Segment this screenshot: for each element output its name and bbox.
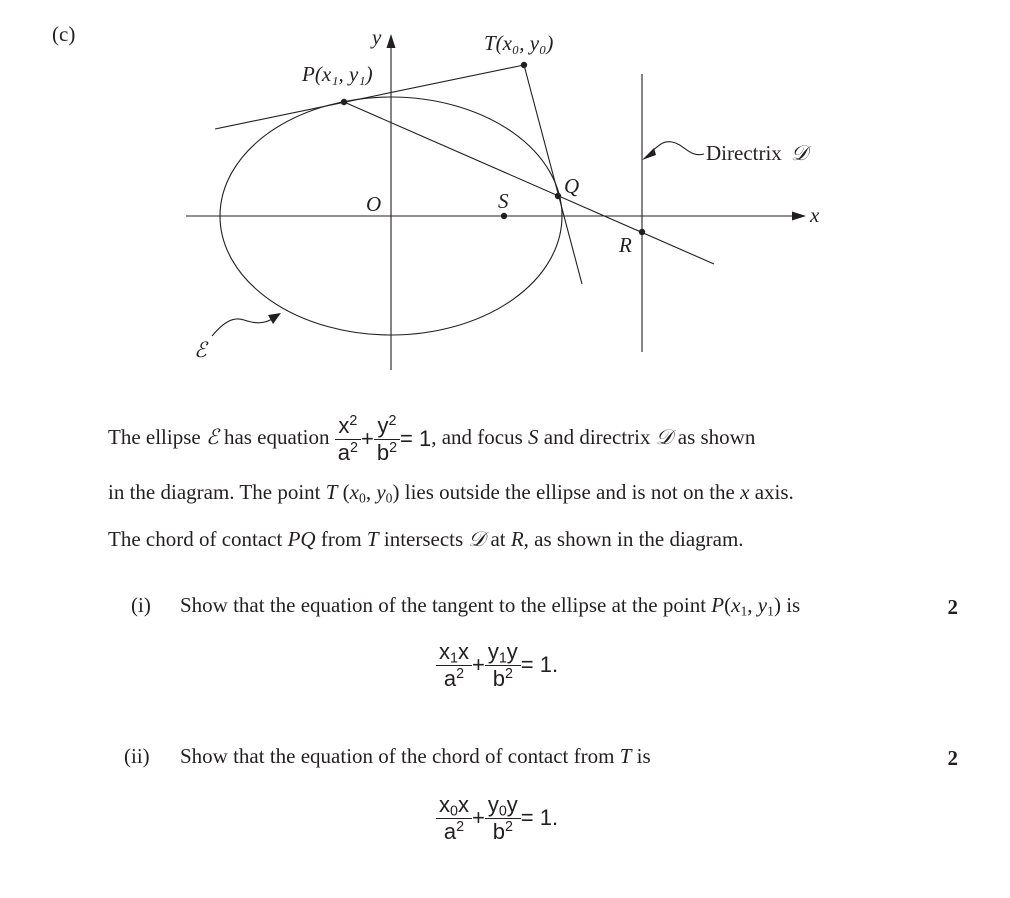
directrix-pointer-arrow	[642, 148, 656, 160]
question-i-equation: x1x a2 + y1y b2 = 1.	[436, 640, 558, 690]
ellipse-pointer-arrow	[268, 313, 281, 324]
question-i-label: (i)	[131, 593, 151, 617]
question-ii-marks: 2	[947, 746, 959, 770]
ellipse-e	[219, 96, 563, 336]
q-label: Q	[564, 174, 579, 198]
fraction-y2-b2: y2 b2	[373, 414, 401, 464]
question-ii-text: Show that the equation of the chord of c…	[180, 744, 651, 768]
ellipse-pointer	[211, 317, 275, 337]
ellipse-diagram: y x O S Q R T(x₀, y₀) P(x₁, y₁) Directri…	[186, 25, 820, 370]
x-axis-arrow	[792, 211, 806, 221]
point-r-dot	[638, 228, 646, 236]
paragraph-line-1: The ellipse ℰ has equation x2 a2 + y2 b2…	[108, 413, 756, 466]
question-ii-label: (ii)	[124, 744, 150, 768]
point-q-dot	[554, 192, 562, 200]
question-i-text: Show that the equation of the tangent to…	[180, 593, 801, 619]
focus-label: S	[498, 189, 509, 213]
chord-pq	[343, 101, 715, 265]
tangent-at-p	[214, 64, 525, 130]
question-ii-equation: x0x a2 + y0y b2 = 1.	[436, 793, 558, 843]
t-label: T(x₀, y₀)	[484, 31, 553, 55]
directrix-pointer	[647, 141, 705, 156]
point-p-dot	[340, 98, 348, 106]
x-axis-label: x	[809, 203, 820, 227]
paragraph-line-3: The chord of contact PQ from T intersect…	[108, 527, 744, 551]
origin-label: O	[366, 192, 381, 216]
r-label: R	[618, 233, 632, 257]
point-t-dot	[520, 61, 528, 69]
fraction-x2-a2: x2 a2	[334, 414, 361, 464]
point-s-dot	[500, 212, 508, 220]
paragraph-line-2: in the diagram. The point T (x0, y0) lie…	[108, 480, 794, 506]
tangent-at-q	[523, 64, 583, 285]
ellipse-label: ℰ	[194, 338, 209, 362]
part-label: (c)	[52, 22, 76, 46]
y-axis-arrow	[386, 34, 396, 48]
question-i-marks: 2	[947, 595, 959, 619]
y-axis-label: y	[370, 25, 382, 49]
p-label: P(x₁, y₁)	[301, 62, 373, 86]
directrix-label: Directrix 𝒟	[706, 141, 812, 165]
